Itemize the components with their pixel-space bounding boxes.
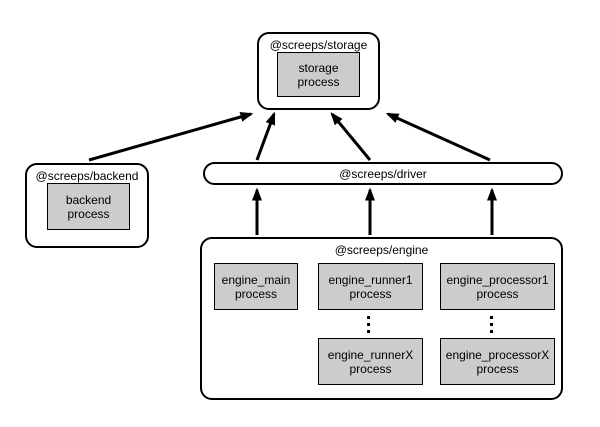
node-backend: @screeps/backend backend process [25,163,149,248]
node-storage-label: @screeps/storage [269,38,368,52]
arrow-driver-to-storage-right [385,112,491,162]
node-backend-label: @screeps/backend [35,169,139,183]
arrow-backend-to-storage [88,112,254,162]
node-storage: @screeps/storage storage process [257,32,380,110]
node-engine-label: @screeps/engine [334,243,429,257]
runner-vertical-ellipsis [367,316,370,333]
engine-processorX-process-box: engine_processorX process [440,338,555,385]
engine-runnerX-process-box: engine_runnerX process [318,338,423,385]
engine-main-process-box: engine_main process [214,263,298,310]
engine-processor1-process-box: engine_processor1 process [440,263,555,310]
arrow-driver-to-storage-middle [330,112,372,161]
engine-runner1-process-box: engine_runner1 process [318,263,423,310]
processor-vertical-ellipsis [490,316,493,333]
node-driver-label: @screeps/driver [339,166,427,181]
storage-process-box: storage process [277,52,360,97]
node-engine: @screeps/engine engine_main process engi… [200,237,563,400]
node-driver: @screeps/driver [203,162,563,185]
backend-process-box: backend process [47,183,130,230]
arrow-driver-to-storage-left [255,111,276,161]
